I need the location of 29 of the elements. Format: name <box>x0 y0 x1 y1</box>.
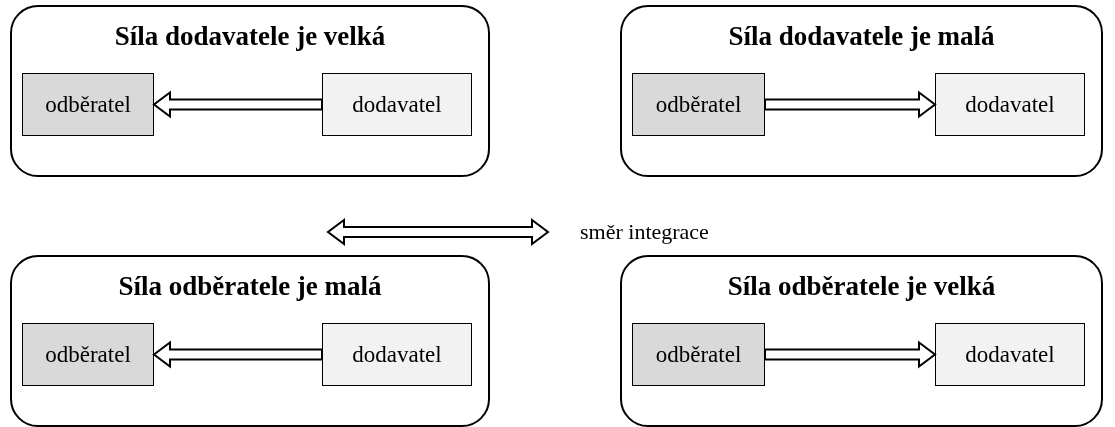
entity-box <box>22 323 154 386</box>
panel-title: Síla dodavatele je malá <box>727 21 996 52</box>
panel-title: Síla dodavatele je velká <box>113 21 387 52</box>
entity-box <box>322 323 472 386</box>
entity-box <box>632 323 765 386</box>
panel-title: Síla odběratele je velká <box>726 271 997 302</box>
box-label: dodavatel <box>352 341 442 368</box>
entity-box <box>322 73 472 136</box>
block-arrow <box>152 340 323 369</box>
block-arrow <box>764 90 937 119</box>
entity-box <box>632 73 765 136</box>
panel-title: Síla odběratele je malá <box>117 271 383 302</box>
block-arrow <box>152 90 323 119</box>
entity-box <box>22 73 154 136</box>
box-label: odběratel <box>655 91 742 118</box>
box-label: odběratel <box>45 341 131 368</box>
box-label: dodavatel <box>965 91 1055 118</box>
panel-box <box>620 255 1103 427</box>
box-label: dodavatel <box>352 91 442 118</box>
box-label: odběratel <box>45 91 131 118</box>
entity-box <box>935 323 1085 386</box>
panel-box <box>10 5 490 177</box>
panel-box <box>620 5 1103 177</box>
block-arrow <box>764 340 937 369</box>
legend-note: směr integrace <box>580 219 709 245</box>
box-label: odběratel <box>655 341 742 368</box>
panel-box <box>10 255 490 427</box>
entity-box <box>935 73 1085 136</box>
box-label: dodavatel <box>965 341 1055 368</box>
